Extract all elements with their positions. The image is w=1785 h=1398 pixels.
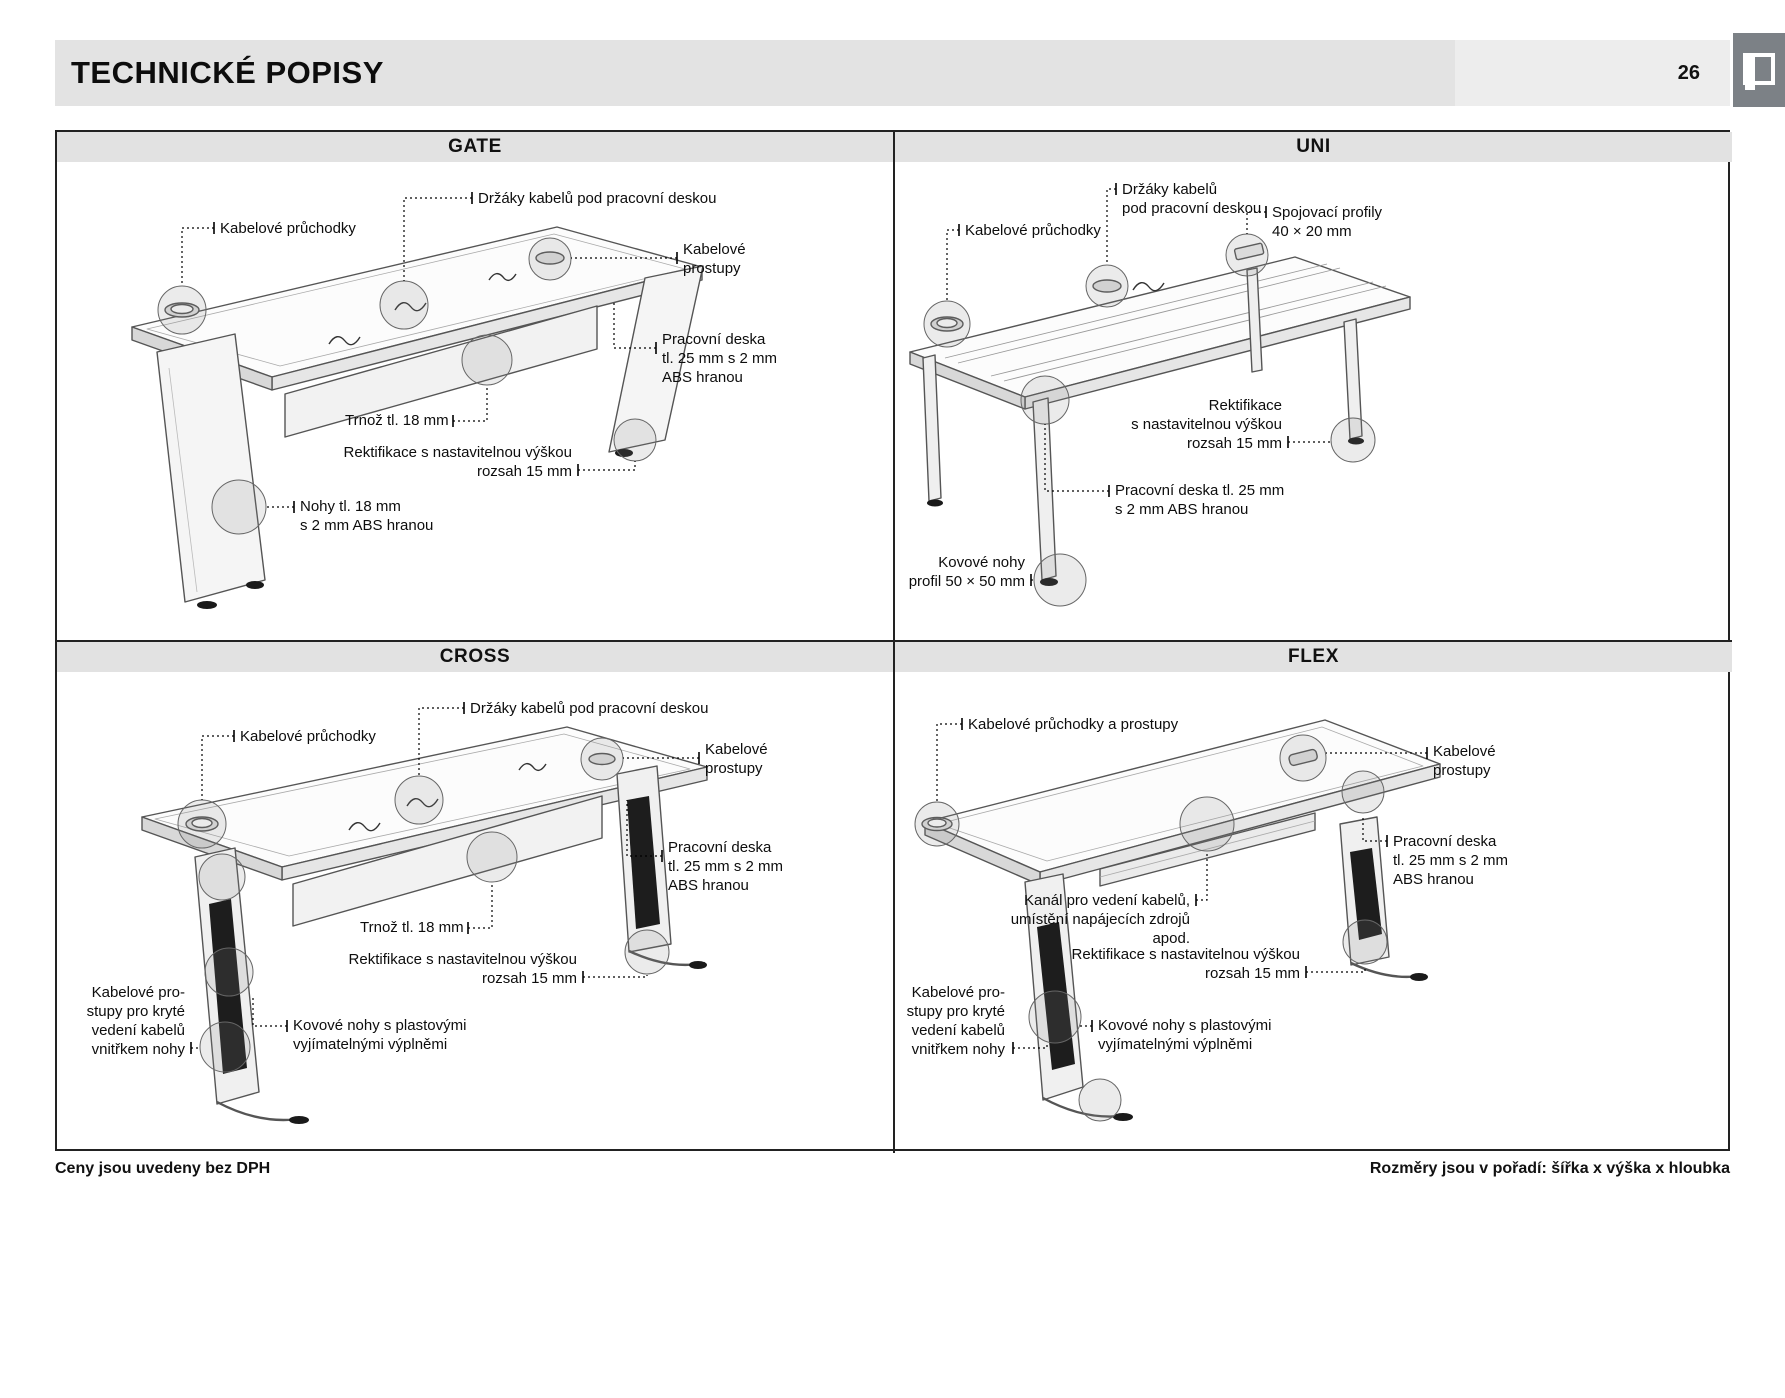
brand-logo-icon [1743, 53, 1775, 90]
flex-desk-illustration [914, 718, 1441, 1122]
gate-label-rektifikace: Rektifikace s nastavitelnou výškou rozsa… [343, 444, 572, 480]
gate-leader-lines [181, 192, 678, 513]
cross-label-rektifikace: Rektifikace s nastavitelnou výškou rozsa… [348, 951, 577, 987]
flex-label-pruchodky-a-prostupy: Kabelové průchodky a prostupy [968, 716, 1179, 733]
flex-label-rektifikace: Rektifikace s nastavitelnou výškou rozsa… [1071, 946, 1300, 982]
panel-flex-body: Kabelové průchodky a prostupy Kabelové p… [895, 672, 1732, 1153]
footer-left-note: Ceny jsou uvedeny bez DPH [55, 1160, 271, 1177]
gate-desk [131, 226, 704, 609]
technical-panels-grid: GATE [55, 130, 1732, 1153]
cross-label-kabelove-prostupy: Kabelové prostupy [705, 741, 768, 777]
cross-leader-ticks [190, 702, 700, 1054]
panel-cross-body: Držáky kabelů pod pracovní deskou Kabelo… [57, 672, 893, 1153]
cross-highlight-circles [177, 737, 670, 1073]
uni-desk-illustration [909, 183, 1411, 607]
panel-flex-title: FLEX [895, 642, 1732, 672]
panel-gate-title: GATE [57, 132, 893, 162]
cross-label-prostupy-vnitrkem-nohy: Kabelové pro- stupy pro kryté vedení kab… [86, 984, 185, 1058]
uni-label-kovove-nohy: Kovové nohy profil 50 × 50 mm [908, 554, 1025, 590]
uni-highlight-circles [923, 233, 1376, 607]
cross-desk-illustration [141, 702, 708, 1124]
flex-desk [921, 719, 1441, 1121]
footer-right-note: Rozměry jsou v pořadí: šířka x výška x h… [1369, 1160, 1730, 1177]
flex-highlight-circles [914, 734, 1388, 1122]
uni-label-spojovaci-profily: Spojovací profily 40 × 20 mm [1272, 204, 1383, 240]
flex-label-kanal: Kanál pro vedení kabelů, umístění napáje… [1010, 892, 1190, 947]
uni-leader-lines [946, 183, 1331, 586]
cross-label-drzaky-kabelu: Držáky kabelů pod pracovní deskou [470, 700, 709, 717]
panel-uni-title: UNI [895, 132, 1732, 162]
gate-desk-illustration [131, 192, 704, 609]
gate-label-pracovni-deska: Pracovní deska tl. 25 mm s 2 mm ABS hran… [662, 331, 778, 386]
panel-cross-title: CROSS [57, 642, 893, 672]
page-footer: Ceny jsou uvedeny bez DPH Rozměry jsou v… [55, 1160, 1730, 1178]
panel-gate: GATE [57, 132, 895, 642]
gate-leader-ticks [213, 192, 678, 513]
panel-gate-body: Držáky kabelů pod pracovní deskou Kabelo… [57, 162, 893, 640]
uni-label-pracovni-deska: Pracovní deska tl. 25 mm s 2 mm ABS hran… [1115, 482, 1285, 518]
flex-leader-lines [936, 718, 1428, 1054]
gate-label-kabelove-pruchodky: Kabelové průchodky [220, 220, 356, 237]
gate-label-nohy: Nohy tl. 18 mm s 2 mm ABS hranou [300, 498, 434, 534]
uni-label-drzaky-kabelu: Držáky kabelů pod pracovní deskou [1122, 181, 1262, 217]
gate-label-trnoz: Trnož tl. 18 mm [345, 412, 449, 429]
flex-label-kabelove-prostupy: Kabelové prostupy [1433, 743, 1496, 779]
gate-label-drzaky-kabelu: Držáky kabelů pod pracovní deskou [478, 190, 717, 207]
cross-leader-lines [190, 702, 700, 1054]
cross-label-kovove-nohy: Kovové nohy s plastovými vyjímatelnými v… [293, 1017, 467, 1053]
cross-label-kabelove-pruchodky: Kabelové průchodky [240, 728, 376, 745]
gate-label-kabelove-prostupy: Kabelové prostupy [683, 241, 746, 277]
flex-label-pracovni-deska: Pracovní deska tl. 25 mm s 2 mm ABS hran… [1393, 833, 1509, 888]
cross-desk [141, 726, 708, 1124]
panel-uni-body: Držáky kabelů pod pracovní deskou Spojov… [895, 162, 1732, 640]
page-header: TECHNICKÉ POPISY [55, 40, 1455, 106]
panel-uni: UNI [895, 132, 1732, 642]
cross-label-trnoz: Trnož tl. 18 mm [360, 919, 464, 936]
gate-highlight-circles [157, 237, 657, 535]
cross-label-pracovni-deska: Pracovní deska tl. 25 mm s 2 mm ABS hran… [668, 839, 784, 894]
uni-label-kabelove-pruchodky: Kabelové průchodky [965, 222, 1101, 239]
flex-label-kovove-nohy: Kovové nohy s plastovými vyjímatelnými v… [1098, 1017, 1272, 1053]
uni-label-rektifikace: Rektifikace s nastavitelnou výškou rozsa… [1131, 397, 1282, 452]
panel-flex: FLEX [895, 642, 1732, 1153]
page-number: 26 [1455, 40, 1730, 106]
panel-cross: CROSS [57, 642, 895, 1153]
brand-logo [1733, 33, 1785, 107]
page-title: TECHNICKÉ POPISY [71, 55, 384, 90]
flex-label-prostupy-vnitrkem-nohy: Kabelové pro- stupy pro kryté vedení kab… [906, 984, 1005, 1058]
flex-leader-ticks [961, 718, 1428, 1054]
uni-leader-ticks [958, 183, 1289, 586]
